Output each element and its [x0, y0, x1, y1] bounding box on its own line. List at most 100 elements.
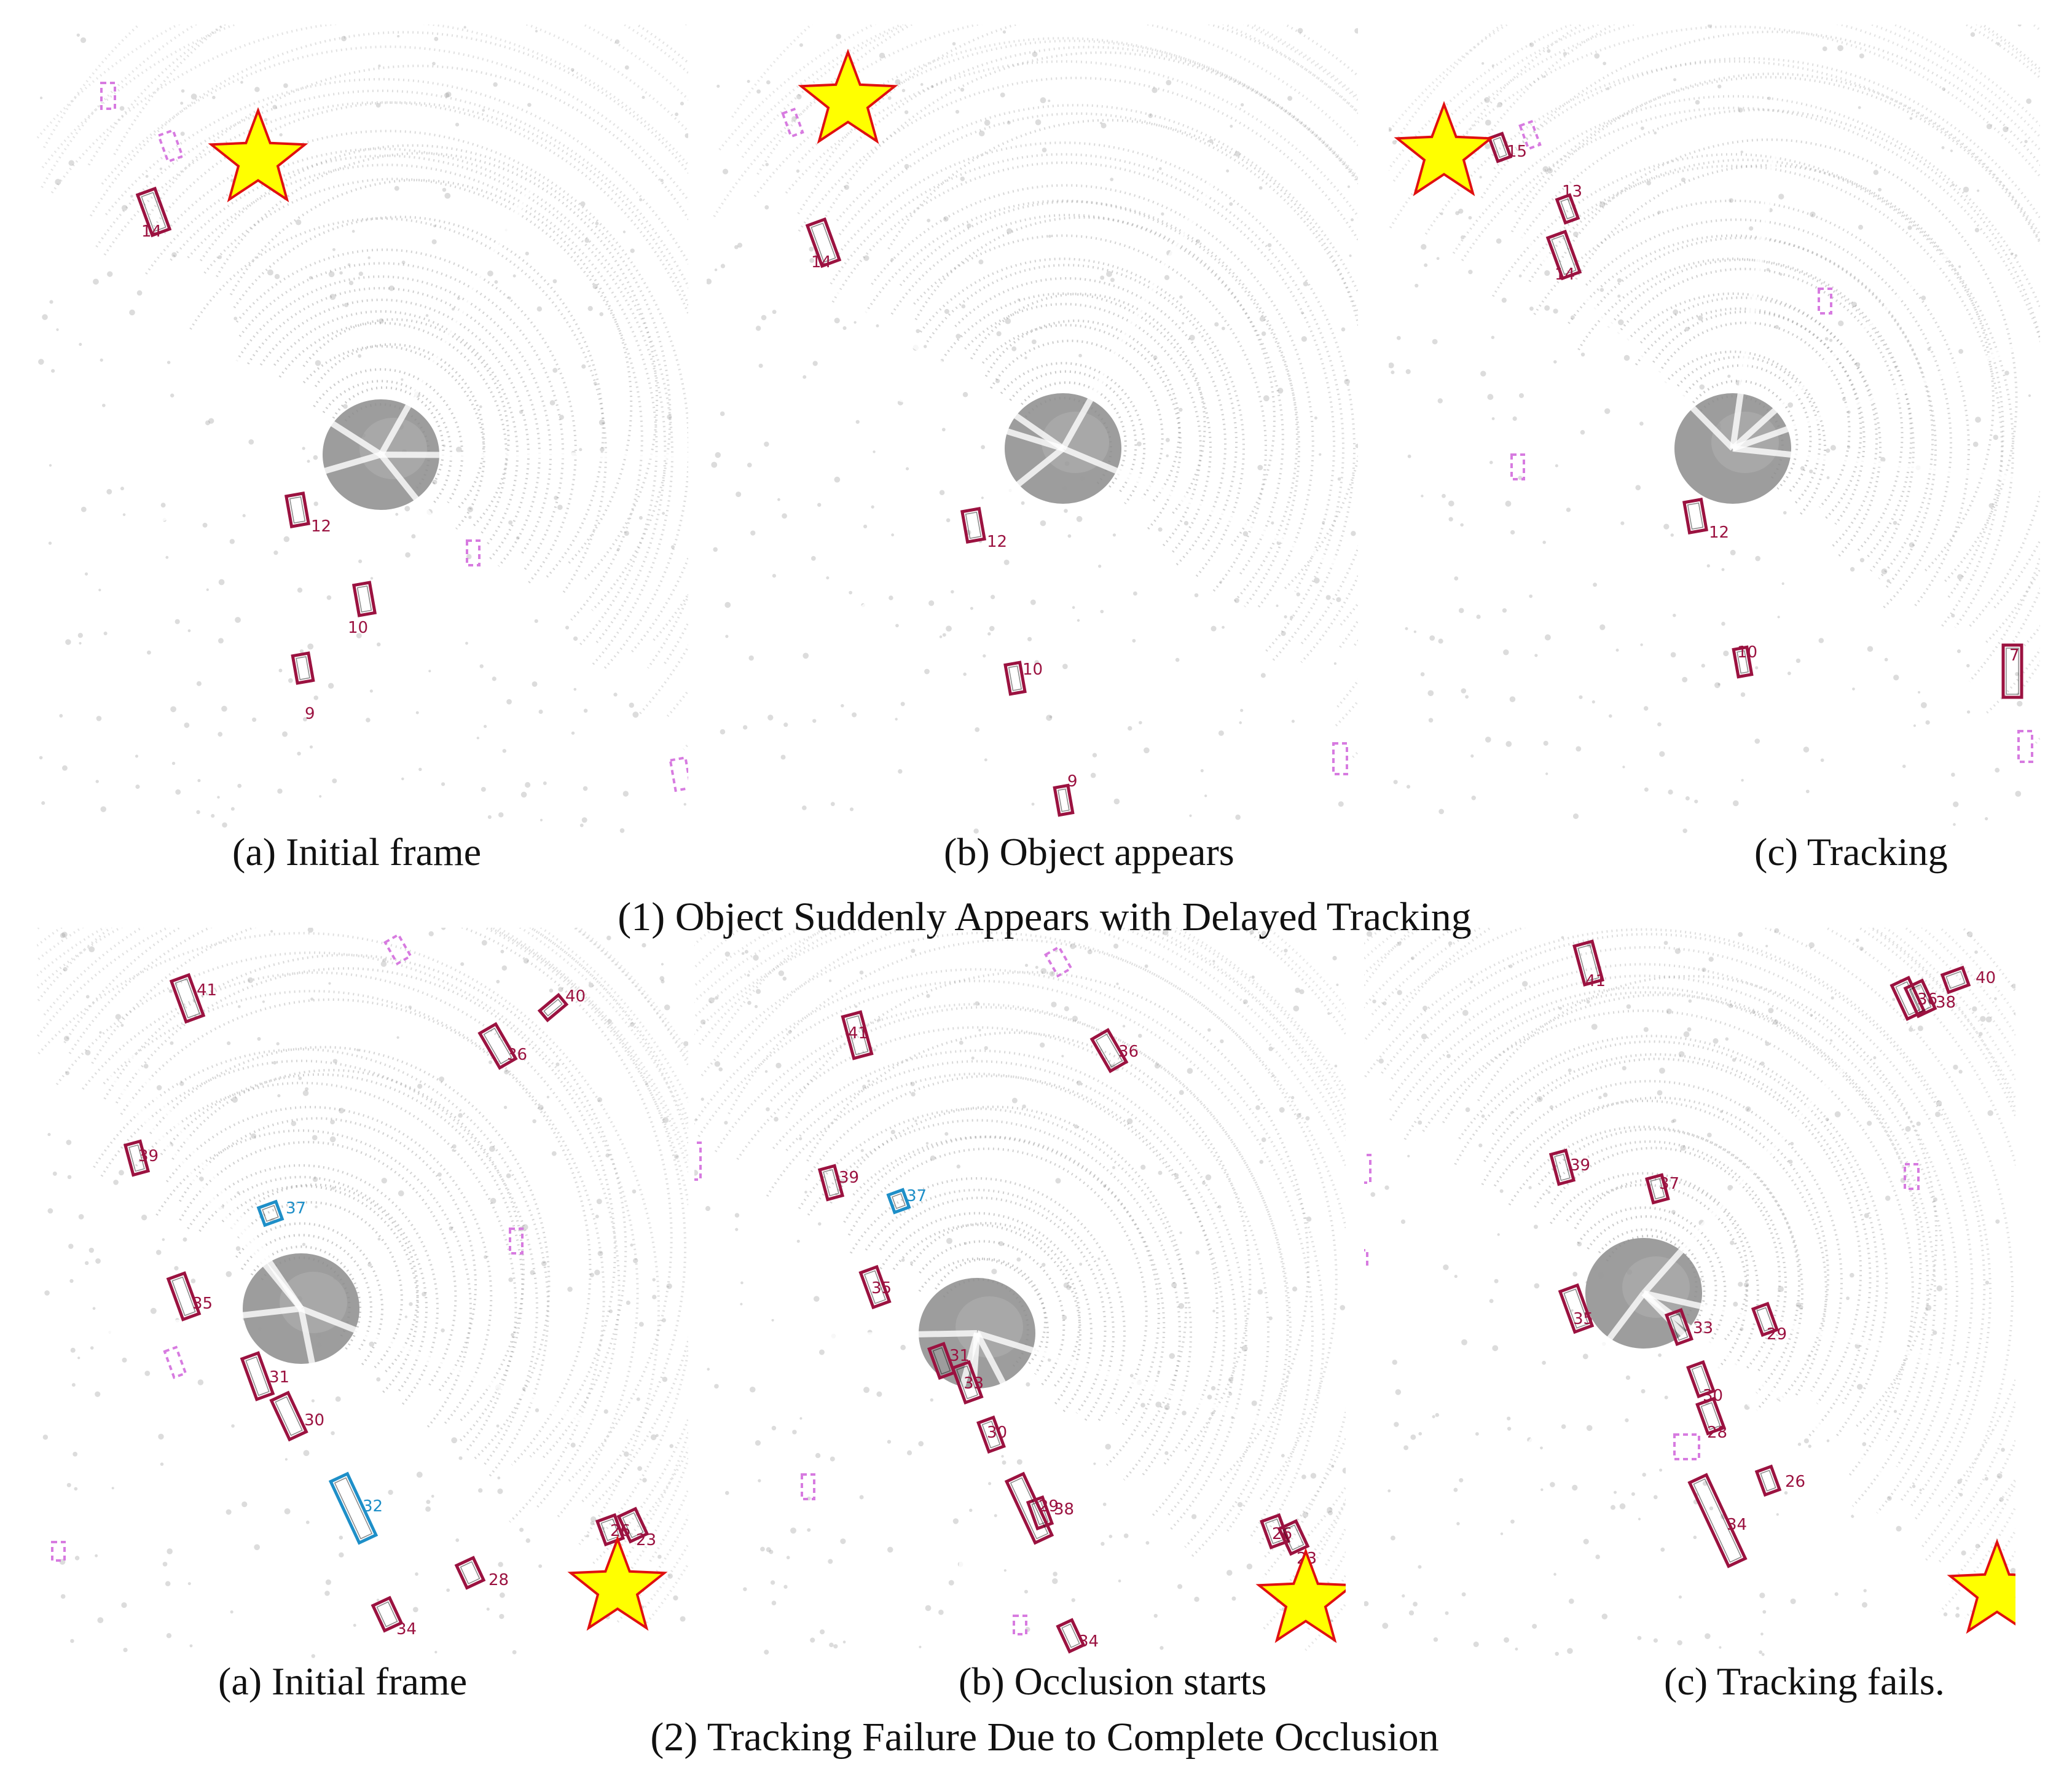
point-cloud: [1389, 25, 2040, 834]
box-label: 9: [305, 705, 315, 723]
section-title-1: (1) Object Suddenly Appears with Delayed…: [618, 895, 1472, 939]
ground-truth-box: [1904, 1163, 1920, 1190]
star-icon: [208, 107, 308, 203]
box-label: 40: [565, 987, 586, 1006]
box-label: 30: [987, 1423, 1007, 1442]
tracked-box: [886, 1188, 911, 1215]
caption-2b: (b) Occlusion starts: [959, 1659, 1267, 1703]
tracked-box: [256, 1199, 285, 1228]
tracked-box: [1903, 978, 1937, 1019]
tracked-box: [269, 1390, 308, 1442]
ground-truth-box: [163, 1345, 187, 1379]
caption-2c: (c) Tracking fails.: [1664, 1659, 1945, 1703]
box-label: 12: [987, 533, 1007, 551]
tracked-box: [284, 491, 311, 528]
tracked-box: [454, 1556, 486, 1590]
tracked-box: [951, 1360, 984, 1405]
tracked-box: [240, 1351, 275, 1401]
box-label: 41: [197, 981, 217, 1000]
tracked-box: [1056, 1618, 1086, 1654]
caption-1a: (a) Initial frame: [232, 830, 482, 874]
section-title-2: (2) Tracking Failure Due to Complete Occ…: [650, 1715, 1439, 1760]
box-label: 34: [1078, 1632, 1099, 1651]
tracked-box: [371, 1596, 404, 1633]
tracked-box: [1751, 1301, 1780, 1337]
star-icon: [1255, 1548, 1346, 1643]
box-label: 39: [839, 1169, 859, 1187]
box-label: 33: [963, 1374, 984, 1393]
ground-truth-box: [2017, 730, 2033, 763]
ground-truth-box: [51, 1541, 66, 1562]
box-label: 39: [1570, 1156, 1590, 1175]
tracked-box: [1003, 660, 1027, 696]
box-label: 30: [304, 1411, 324, 1430]
ground-truth-box: [1043, 945, 1073, 978]
tracked-box: [1548, 1148, 1576, 1186]
ground-truth-box: [509, 1228, 524, 1255]
ground-truth-box: [466, 539, 481, 566]
ground-truth-box: [383, 933, 413, 966]
point-cloud: [694, 928, 1346, 1655]
tracked-box: [2001, 643, 2023, 699]
box-label: 35: [871, 1279, 892, 1298]
tracked-box: [817, 1164, 845, 1202]
box-label: 41: [848, 1024, 868, 1043]
caption-2a: (a) Initial frame: [218, 1659, 468, 1703]
tracked-box: [351, 581, 377, 617]
tracked-box: [291, 651, 315, 685]
box-label: 15: [1507, 143, 1527, 161]
star-icon: [567, 1535, 668, 1631]
box-label: 23: [636, 1531, 656, 1549]
box-label: 13: [1562, 182, 1582, 201]
box-label: 29: [1767, 1325, 1787, 1344]
box-label: 10: [1737, 643, 1757, 662]
tracked-box: [1545, 229, 1582, 281]
box-label: 12: [1709, 523, 1729, 542]
tracked-box: [1940, 965, 1971, 995]
tracked-box: [1645, 1173, 1670, 1205]
star-icon: [1394, 101, 1494, 197]
box-label: 28: [1707, 1423, 1727, 1442]
box-label: 39: [138, 1147, 159, 1165]
box-label: 10: [348, 619, 368, 637]
lidar-view: 15 13 14 12 10 7: [1389, 25, 2040, 834]
tracked-box: [1487, 131, 1513, 163]
ground-truth-box: [1518, 120, 1542, 151]
tracked-box: [1277, 1519, 1310, 1556]
box-label: 31: [269, 1368, 289, 1387]
tracked-box: [135, 186, 172, 238]
ground-truth-box: [1818, 288, 1832, 315]
ground-truth-box: [100, 82, 116, 110]
tracked-box: [328, 1471, 379, 1545]
panel-2b: 41363937353133303829262334: [694, 928, 1346, 1659]
box-label: 14: [141, 222, 162, 241]
box-label: 37: [1659, 1175, 1679, 1193]
box-label: 36: [1118, 1043, 1139, 1061]
box-label: 7: [2009, 646, 2020, 665]
ground-truth-box: [1013, 1615, 1027, 1635]
star-icon: [798, 49, 898, 144]
tracked-box: [166, 1271, 202, 1322]
tracked-box: [1555, 193, 1580, 225]
tracked-box: [1754, 1464, 1782, 1497]
ground-truth-box: [801, 1473, 815, 1500]
box-label: 10: [1022, 660, 1043, 679]
tracked-box: [169, 973, 206, 1024]
tracked-box: [1664, 1308, 1694, 1346]
box-label: 14: [1555, 265, 1575, 284]
tracked-box: [960, 507, 987, 544]
box-label: 29: [1038, 1497, 1059, 1516]
tracked-box: [1695, 1396, 1726, 1436]
box-label: 34: [1727, 1516, 1747, 1534]
point-cloud: [37, 25, 688, 833]
tracked-box: [1089, 1028, 1129, 1073]
box-label: 37: [906, 1187, 927, 1205]
point-cloud: [37, 928, 688, 1658]
caption-1c: (c) Tracking: [1754, 830, 1948, 874]
tracked-box: [805, 217, 842, 268]
tracked-box: [616, 1506, 649, 1544]
box-label: 9: [1067, 772, 1078, 791]
ground-truth-box: [157, 128, 184, 163]
